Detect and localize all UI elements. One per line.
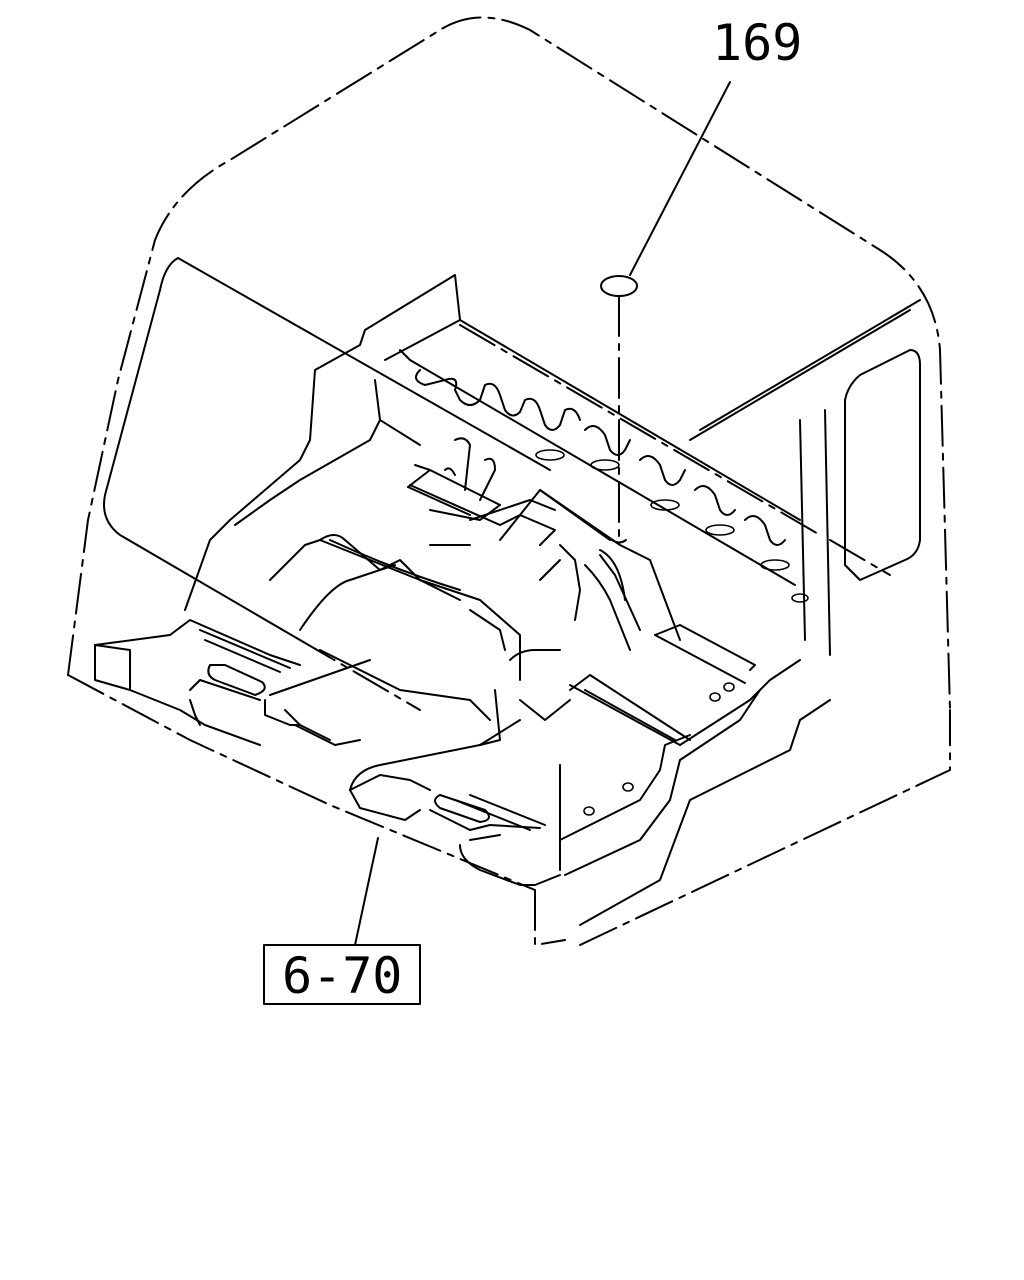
reference-callout[interactable]: 6-70 xyxy=(263,944,421,1005)
floor-tunnel xyxy=(299,489,681,746)
part-number-169-label: 169 xyxy=(712,14,802,72)
reference-6-70-label[interactable]: 6-70 xyxy=(282,947,402,1005)
callout-leaders xyxy=(354,81,731,946)
rear-window-outline xyxy=(103,257,551,711)
left-floor-pan xyxy=(94,619,371,746)
left-wheelhouse xyxy=(184,274,461,611)
side-window-outline xyxy=(799,349,921,656)
right-side-panel xyxy=(689,299,921,576)
left-cross-member xyxy=(407,437,556,546)
part-number-callout: 169 xyxy=(712,14,802,72)
reference-box[interactable] xyxy=(263,944,421,1005)
right-floor-pan xyxy=(349,624,831,926)
cab-phantom-outline xyxy=(67,16,951,946)
